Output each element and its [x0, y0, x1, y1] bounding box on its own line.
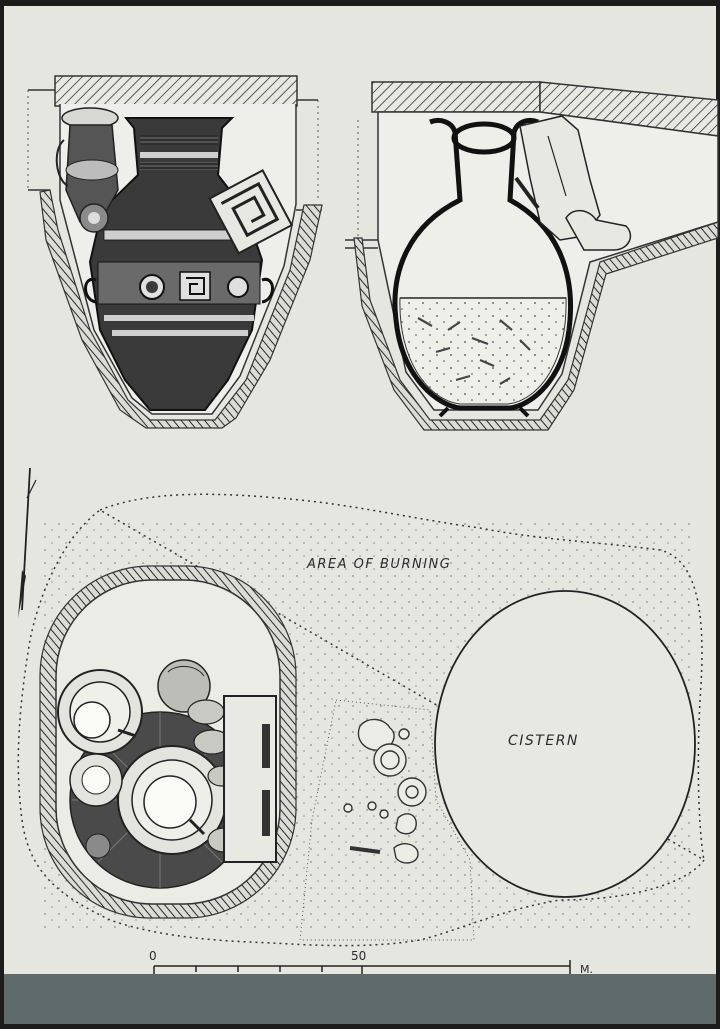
meander-slab — [208, 169, 294, 255]
amphora-grave-section — [27, 75, 323, 429]
area-of-burning-label: AREA OF BURNING — [307, 557, 452, 572]
small-jug — [55, 107, 119, 233]
site-plan — [17, 467, 706, 947]
tilted-jug — [514, 115, 632, 251]
north-arrow-icon — [18, 467, 37, 618]
plain-amphora — [392, 117, 574, 418]
scale-start-label: 0 — [149, 949, 157, 963]
decorated-amphora — [84, 117, 274, 411]
cover-slab — [54, 75, 298, 107]
scale-middle-label: 50 — [351, 949, 367, 963]
offering-pit — [39, 565, 297, 919]
cistern-outline — [434, 590, 696, 898]
plain-amphora-section — [345, 81, 719, 431]
scale-bar — [153, 960, 571, 974]
scattered-finds — [343, 718, 427, 864]
scale-unit-label: M. — [580, 963, 593, 976]
mount-strip — [4, 974, 716, 1024]
cistern-label: CISTERN — [508, 733, 579, 749]
cover-slab-right-a — [371, 81, 541, 113]
